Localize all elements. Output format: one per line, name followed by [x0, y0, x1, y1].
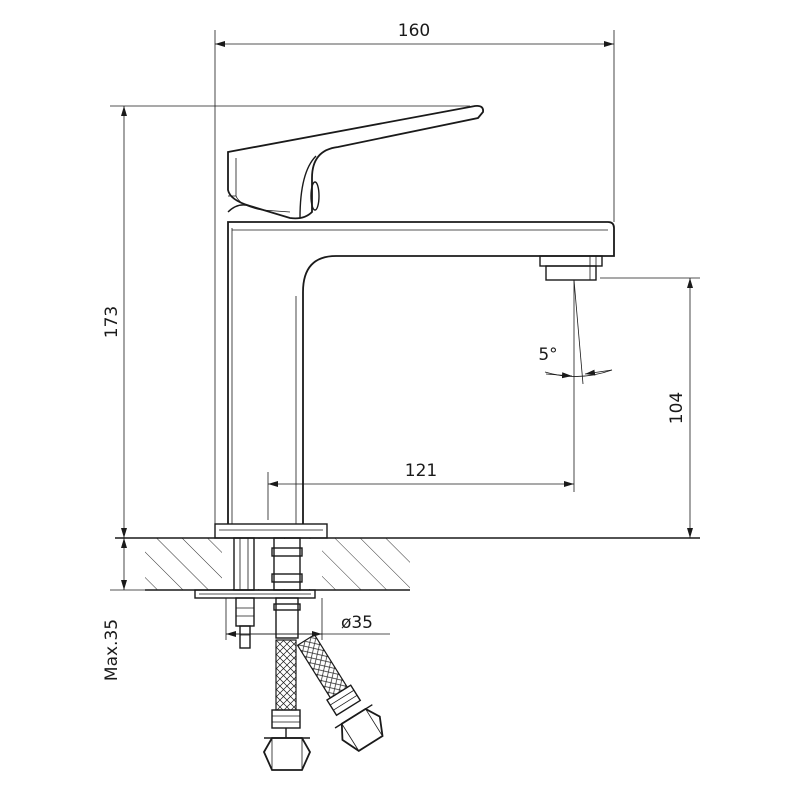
faucet-body — [214, 221, 615, 539]
dimension-max-thickness-label: Max.35 — [102, 619, 122, 681]
dimension-angle-label: 5° — [538, 345, 557, 365]
dimension-hole-diameter: ø35 — [225, 598, 390, 640]
aerator — [539, 255, 603, 281]
dimension-water-angle: 5° — [538, 279, 613, 385]
supply-hoses — [262, 537, 384, 771]
countertop-section — [115, 537, 700, 591]
dimension-width: 160 — [214, 21, 615, 524]
dimension-height: 173 — [102, 105, 470, 538]
dimension-width-label: 160 — [398, 21, 430, 41]
dimension-spout-reach: 121 — [267, 280, 575, 520]
dimension-spout-height: 104 — [600, 277, 700, 538]
dimension-spout-height-label: 104 — [667, 392, 687, 424]
dimension-diameter-label: ø35 — [341, 613, 373, 633]
dimension-max-thickness: Max.35 — [102, 538, 195, 681]
dimension-spout-reach-label: 121 — [405, 461, 437, 481]
lever-handle — [227, 104, 484, 220]
dimension-height-label: 173 — [102, 306, 122, 338]
mounting-shank — [194, 537, 316, 649]
